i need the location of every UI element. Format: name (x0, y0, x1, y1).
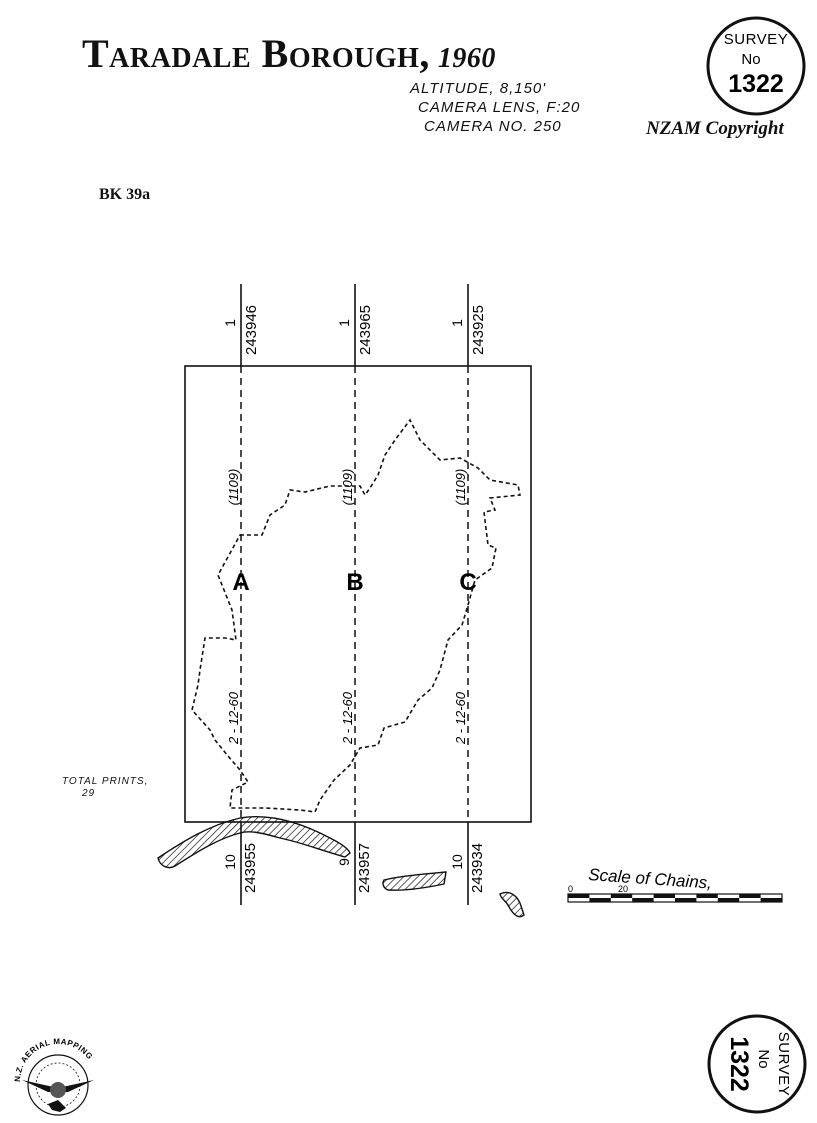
total-prints-value: 29 (82, 788, 96, 799)
run-c-top-film: 243925 (470, 305, 487, 355)
run-a-date: 2 - 12-60 (226, 691, 241, 745)
copyright-text: NZAM Copyright (646, 118, 784, 139)
aerial-mapping-logo-icon: N.Z. AERIAL MAPPING (13, 1037, 95, 1116)
coverage-boundary (191, 418, 521, 813)
camera-lens-text: Camera Lens, F:20 (418, 99, 581, 116)
survey-stamp-bottom-label: Survey (775, 1032, 792, 1096)
run-c-top-prints: 1 (449, 319, 465, 327)
scale-segments (568, 894, 782, 902)
total-prints-label: Total Prints, (62, 776, 149, 787)
run-a-top-film: 243946 (243, 305, 260, 355)
run-c-letter: C (459, 569, 476, 596)
survey-stamp-no: No (741, 51, 760, 68)
map-frame (184, 365, 532, 823)
run-c-date: 2 - 12-60 (453, 691, 468, 745)
run-b-date: 2 - 12-60 (340, 691, 355, 745)
scale-segment (653, 894, 675, 898)
scale-segment (675, 898, 697, 902)
book-reference: BK 39a (99, 186, 151, 203)
run-a-top-prints: 1 (222, 319, 238, 327)
run-b-top-film: 243965 (357, 305, 374, 355)
run-c-height-code: (1109) (453, 469, 468, 506)
terrain-hatch-2 (382, 871, 447, 891)
run-b-letter: B (346, 569, 363, 596)
logo-text: N.Z. AERIAL MAPPING (13, 1037, 94, 1082)
camera-no-text: Camera No. 250 (424, 118, 562, 135)
scale-segment (589, 898, 611, 902)
terrain-hatch-3 (499, 891, 525, 918)
run-a-bottom-film: 243955 (242, 843, 259, 893)
scale-tick-0: 0 (568, 884, 573, 894)
scale-segment (610, 894, 633, 898)
run-b-height-code: (1109) (340, 469, 355, 506)
title-text: Taradale Borough (82, 31, 420, 76)
scale-segment (632, 898, 654, 902)
title-year: 1960 (437, 43, 496, 74)
run-a-height-code: (1109) (226, 469, 241, 506)
scale-bar: Scale of Chains, 0 20 (567, 865, 783, 903)
scale-title: Scale of Chains, (588, 865, 713, 893)
survey-stamp-bottom-number: 1322 (725, 1036, 753, 1092)
terrain-hatch-1 (157, 815, 351, 869)
survey-stamp-bottom-no: No (755, 1049, 772, 1068)
run-b-top-prints: 1 (336, 319, 352, 327)
run-a-letter: A (232, 569, 249, 596)
title-separator: , (419, 31, 430, 76)
scale-tick-20: 20 (618, 884, 628, 894)
run-a-bottom-prints: 10 (222, 854, 238, 870)
survey-stamp-number: 1322 (728, 70, 784, 98)
run-b-bottom-prints: 9 (336, 858, 352, 866)
svg-text:N.Z. AERIAL MAPPING: N.Z. AERIAL MAPPING (13, 1037, 95, 1082)
scale-segment (568, 894, 590, 898)
scale-segment (717, 898, 740, 902)
altitude-text: Altitude, 8,150' (410, 80, 547, 97)
survey-stamp-top: Survey No 1322 (706, 16, 806, 116)
run-c-bottom-film: 243934 (469, 843, 486, 893)
scale-segment (696, 894, 718, 898)
scale-segment (739, 894, 761, 898)
survey-stamp-bottom: Survey No 1322 (707, 1014, 807, 1114)
run-b-bottom-film: 243957 (356, 843, 373, 893)
run-c-bottom-prints: 10 (449, 854, 465, 870)
survey-stamp-label: Survey (724, 31, 788, 48)
scale-segment (760, 898, 782, 902)
total-prints: Total Prints, 29 (62, 776, 148, 800)
map-title: Taradale Borough,1960 (82, 30, 496, 77)
